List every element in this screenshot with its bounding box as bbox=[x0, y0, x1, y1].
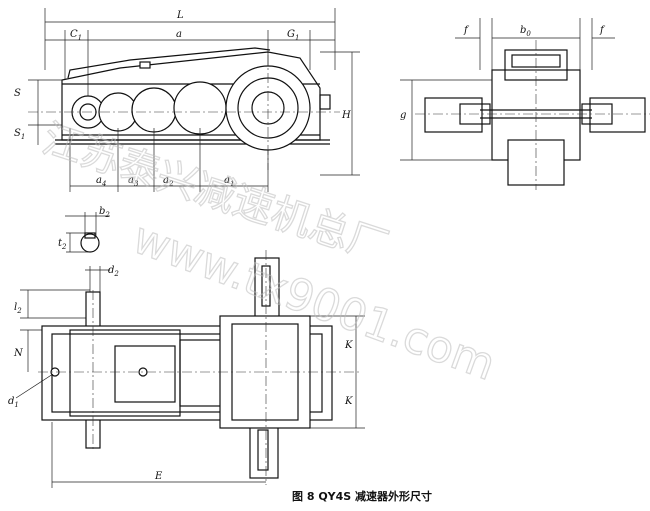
dim-K-top: K bbox=[344, 340, 353, 351]
figure-caption: 图 8 QY4S 减速器外形尺寸 bbox=[292, 489, 432, 503]
dim-g: g bbox=[400, 110, 406, 121]
shaft-section-detail: b2 t2 bbox=[58, 206, 110, 253]
dim-S: S bbox=[14, 88, 21, 99]
front-view: L C1 a G1 S S1 bbox=[14, 8, 360, 192]
dim-C1: C1 bbox=[70, 29, 82, 42]
dim-a3: a3 bbox=[128, 175, 139, 188]
dim-f-left: f bbox=[463, 25, 470, 36]
dim-a1: a1 bbox=[224, 175, 234, 188]
dim-a2: a2 bbox=[163, 175, 174, 188]
dim-d1: d1 bbox=[8, 396, 19, 409]
dim-N: N bbox=[13, 348, 24, 359]
dim-G1: G1 bbox=[287, 29, 299, 42]
dim-a: a bbox=[176, 29, 182, 40]
dim-d2: d2 bbox=[108, 265, 119, 278]
dim-L: L bbox=[176, 10, 184, 21]
dim-b2: b2 bbox=[99, 206, 110, 219]
dim-f-right: f bbox=[599, 25, 606, 36]
dim-E: E bbox=[154, 471, 163, 482]
dim-H: H bbox=[341, 110, 351, 121]
dim-S1: S1 bbox=[14, 128, 25, 141]
dim-b0: b0 bbox=[520, 25, 531, 38]
dim-a4: a4 bbox=[96, 175, 106, 188]
dim-K-bottom: K bbox=[344, 396, 353, 407]
dim-t2: t2 bbox=[58, 238, 67, 251]
dim-l2: l2 bbox=[14, 302, 22, 315]
side-view: f b0 f g bbox=[400, 18, 650, 190]
plan-view: d2 l2 N bbox=[8, 250, 365, 488]
